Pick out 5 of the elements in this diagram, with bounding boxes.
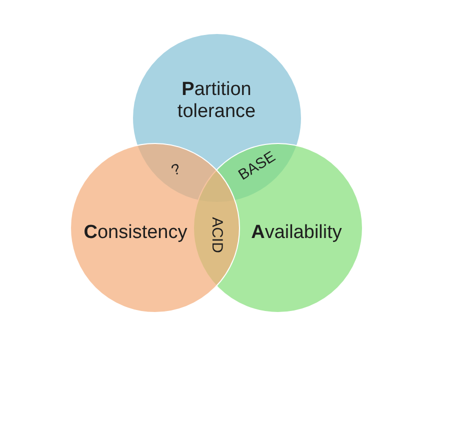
- intersection-label: ?: [169, 160, 183, 180]
- circle-label: Partition tolerance: [177, 78, 256, 122]
- circle-label: Consistency: [84, 222, 188, 244]
- circle-label: Availability: [251, 222, 342, 244]
- intersection-label: ACID: [208, 217, 226, 253]
